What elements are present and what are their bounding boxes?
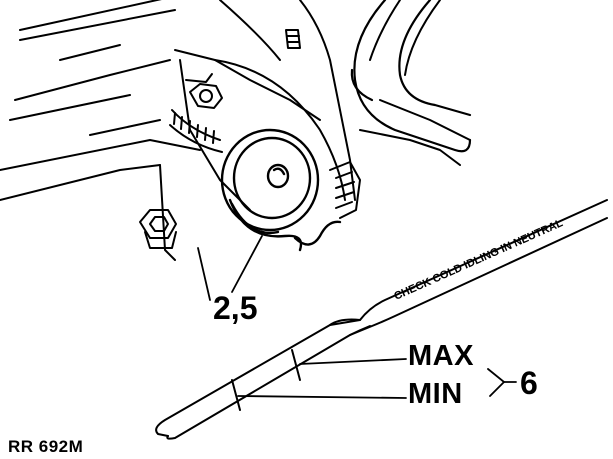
hose [350, 0, 472, 153]
max-level-callout: MAX [408, 340, 474, 372]
hex-bolt-left [139, 209, 177, 249]
min-level-callout: MIN [408, 378, 463, 410]
level-leaders [237, 358, 517, 399]
figure-reference: RR 692M [8, 437, 84, 456]
dipstick-text: CHECK COLD IDLING IN NEUTRAL [392, 217, 565, 303]
part-reference-callout: 2,5 [213, 290, 258, 326]
engine-casting [0, 0, 471, 261]
sender-unit [220, 128, 342, 252]
clamp-band [169, 109, 361, 219]
leader-part-ref [197, 235, 263, 301]
stud-top [285, 29, 301, 49]
hex-nut-upper [185, 73, 223, 109]
dipstick [155, 199, 608, 440]
level-reference-callout: 6 [520, 365, 538, 401]
